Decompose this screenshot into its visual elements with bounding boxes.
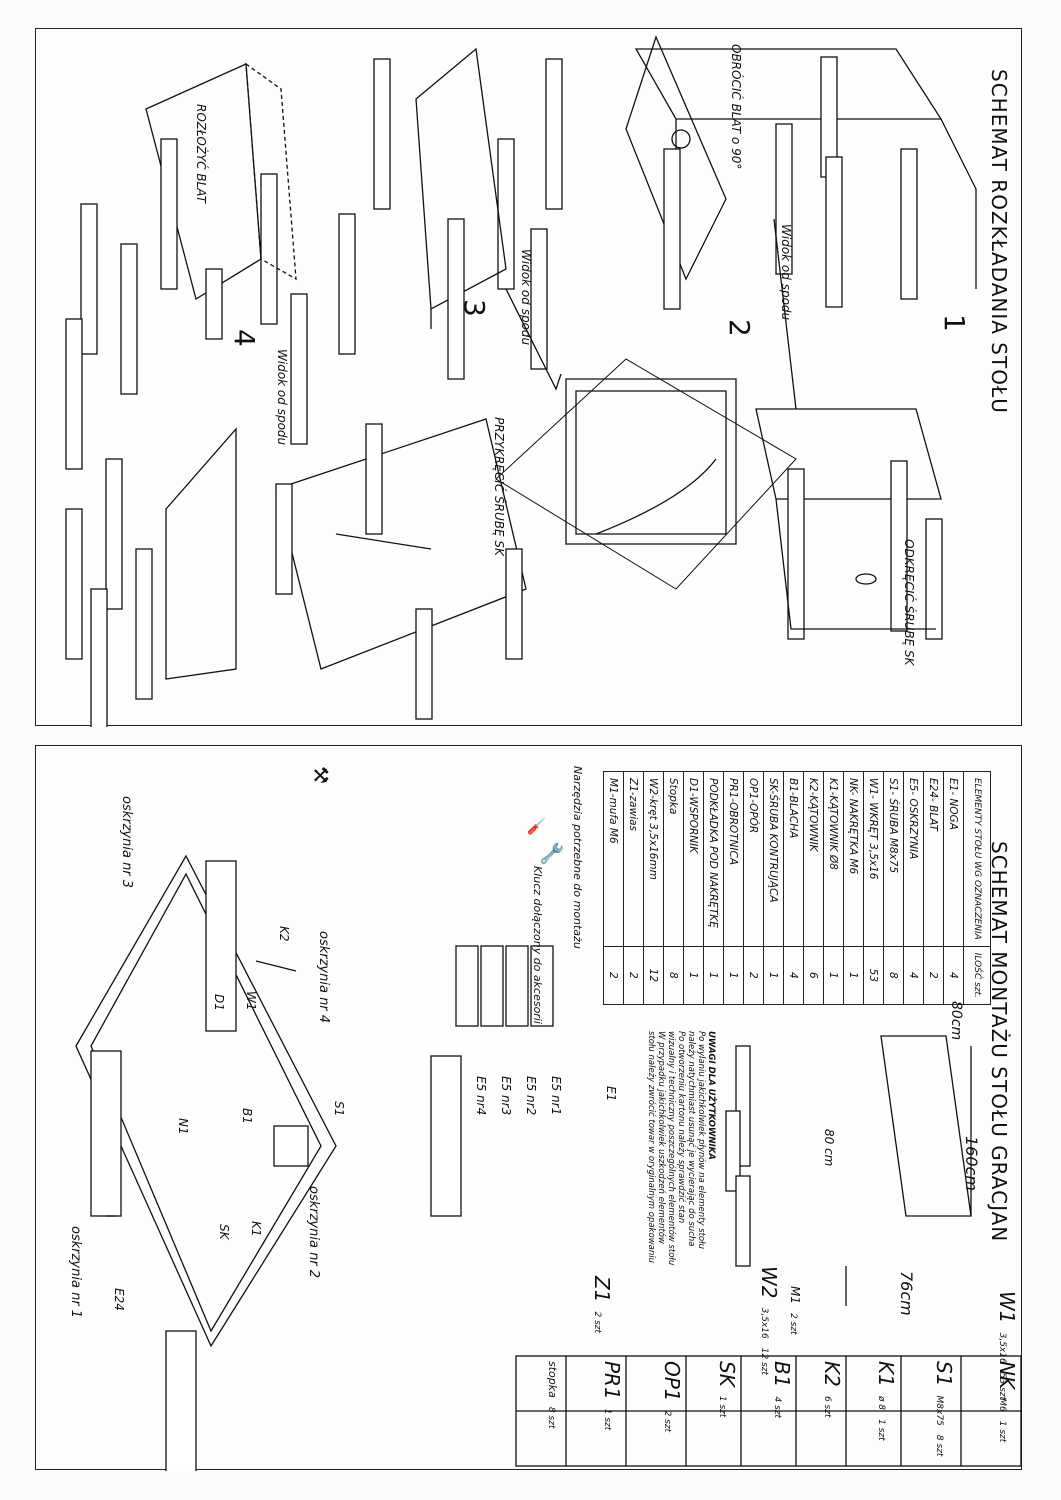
step2-underside-frame bbox=[495, 358, 797, 590]
label-E1: E1 bbox=[604, 1086, 618, 1102]
legend-cell-PR1: PR1 1 szt bbox=[600, 1361, 624, 1431]
dim-height: 76cm bbox=[897, 1271, 916, 1316]
rail-label-4: E5 nr4 bbox=[474, 1076, 488, 1116]
label-S1: S1 bbox=[332, 1101, 346, 1117]
parts-header-qty: ILOŚĆ szt. bbox=[963, 946, 991, 1005]
legend-cell-Z1: Z1 2 szt bbox=[590, 1276, 614, 1334]
legend-cell-K1: K1 ø 8 1 szt bbox=[874, 1361, 898, 1441]
label-oskrzynia4: oskrzynia nr 4 bbox=[316, 931, 331, 1024]
hammer-icon: ⚒ bbox=[309, 766, 333, 784]
screwdriver-icon: 🪛 bbox=[527, 816, 546, 836]
user-note-line: wizualny i techniczny poszczególnych ele… bbox=[666, 1031, 676, 1266]
step1-label-unscrew: ODKRĘCIĆ ŚRUBĘ SK bbox=[902, 539, 916, 666]
user-note-line: W przypadku jakichkolwiek uszkodzeń elem… bbox=[656, 1031, 666, 1244]
step4-number: 4 bbox=[228, 329, 261, 347]
user-note-line: należy natychmiast usunąć je wycierając … bbox=[686, 1031, 696, 1247]
rails-boxes bbox=[455, 945, 554, 1027]
parts-header-name: ELEMENTY STOŁU WG OZNACZENIA bbox=[963, 771, 991, 947]
tools-note: Narzędzia potrzebne do montażu bbox=[571, 766, 584, 949]
step2-label-rotate: OBRÓCIĆ BLAT o 90° bbox=[729, 44, 743, 170]
assembly-diagram-panel: SCHEMAT MONTAŻU STOŁU GRACJAN 80cm 80 cm… bbox=[35, 745, 1022, 1471]
label-oskrzynia1: oskrzynia nr 1 bbox=[68, 1226, 83, 1319]
step4-label-unfold: ROZŁOŻYĆ BLAT bbox=[194, 104, 208, 203]
label-oskrzynia3: oskrzynia nr 3 bbox=[119, 796, 134, 889]
legend-cell-W1: W1 3,5x16 53 szt bbox=[995, 1291, 1019, 1401]
legend-cell-SK: SK 1 szt bbox=[715, 1361, 739, 1418]
assembly-drawings bbox=[75, 854, 1022, 1471]
label-N1: N1 bbox=[176, 1118, 190, 1135]
label-oskrzynia2: oskrzynia nr 2 bbox=[306, 1186, 321, 1279]
label-K2: K2 bbox=[277, 926, 291, 942]
rail-label-1: E5 nr1 bbox=[549, 1076, 563, 1116]
legend-cell-W2: W2 3,5x16 12 szt bbox=[757, 1266, 781, 1376]
step2-number: 2 bbox=[723, 319, 756, 337]
rail-label-3: E5 nr3 bbox=[499, 1076, 513, 1116]
reference-table-drawing bbox=[725, 1035, 972, 1306]
step1-table-top bbox=[634, 48, 977, 308]
legend-cell-M1: M1 2 szt bbox=[788, 1286, 802, 1335]
unfolding-drawings bbox=[65, 35, 977, 727]
label-K1: K1 bbox=[249, 1221, 263, 1237]
legend-cell-K2: K2 6 szt bbox=[820, 1361, 844, 1418]
step3-number: 3 bbox=[458, 299, 491, 317]
step3-label-view: Widok od spodu bbox=[275, 349, 289, 446]
user-note-line: Po wylaniu jakichkolwiek płynów na eleme… bbox=[696, 1031, 706, 1249]
wrench-icon: 🔧 bbox=[540, 841, 564, 866]
step1-label-view: Widok od spodu bbox=[779, 224, 793, 321]
step4-table-unfolding bbox=[65, 62, 297, 470]
user-note-line: Po otworzeniu kartonu należy sprawdzić s… bbox=[676, 1031, 686, 1224]
label-B1: B1 bbox=[240, 1108, 254, 1124]
step2-table-rotating bbox=[497, 35, 727, 391]
unfolding-diagram-panel: SCHEMAT ROZKŁADANIA STOŁU 1 Widok od spo… bbox=[35, 28, 1022, 727]
step3-label-screw: PRZYKRĘCIĆ ŚRUBĘ SK bbox=[492, 417, 506, 556]
step2-label-view: Widok od spodu bbox=[519, 249, 533, 346]
step1-number: 1 bbox=[938, 314, 971, 332]
label-SK: SK bbox=[217, 1224, 231, 1240]
dim-depth: 80 cm bbox=[822, 1129, 836, 1167]
step3-table bbox=[260, 47, 507, 445]
label-E24: E24 bbox=[112, 1288, 126, 1311]
rail-label-2: E5 nr2 bbox=[524, 1076, 538, 1116]
dim-length: 160cm bbox=[962, 1136, 981, 1191]
legend-cell-B1: B1 4 szt bbox=[770, 1361, 794, 1419]
step4-table-unfolded bbox=[65, 427, 237, 727]
legend-cell-S1: S1 M8x75 8 szt bbox=[932, 1361, 956, 1457]
assembly-exploded-view bbox=[75, 854, 462, 1471]
step1-underside-view bbox=[755, 218, 943, 640]
user-note-heading: UWAGI DLA UŻYTKOWNIKA bbox=[706, 1031, 716, 1160]
user-note: UWAGI DLA UŻYTKOWNIKA Po wylaniu jakichk… bbox=[646, 1031, 716, 1265]
key-note: Klucz dołączony do akcesorii bbox=[531, 866, 544, 1024]
label-D1: D1 bbox=[212, 994, 226, 1011]
unfolding-title: SCHEMAT ROZKŁADANIA STOŁU bbox=[987, 69, 1011, 414]
legend-cell-OP1: OP1 2 szt bbox=[660, 1361, 684, 1433]
legend-cell-stopka: stopka 8 szt bbox=[546, 1361, 559, 1429]
label-W1: W1 bbox=[244, 991, 258, 1011]
dim-width: 80cm bbox=[948, 1001, 964, 1041]
step3-underside bbox=[275, 418, 527, 720]
user-note-line: stołu należy zwrócić towar w oryginalnym… bbox=[646, 1031, 656, 1263]
legend-grid bbox=[515, 1355, 1022, 1467]
